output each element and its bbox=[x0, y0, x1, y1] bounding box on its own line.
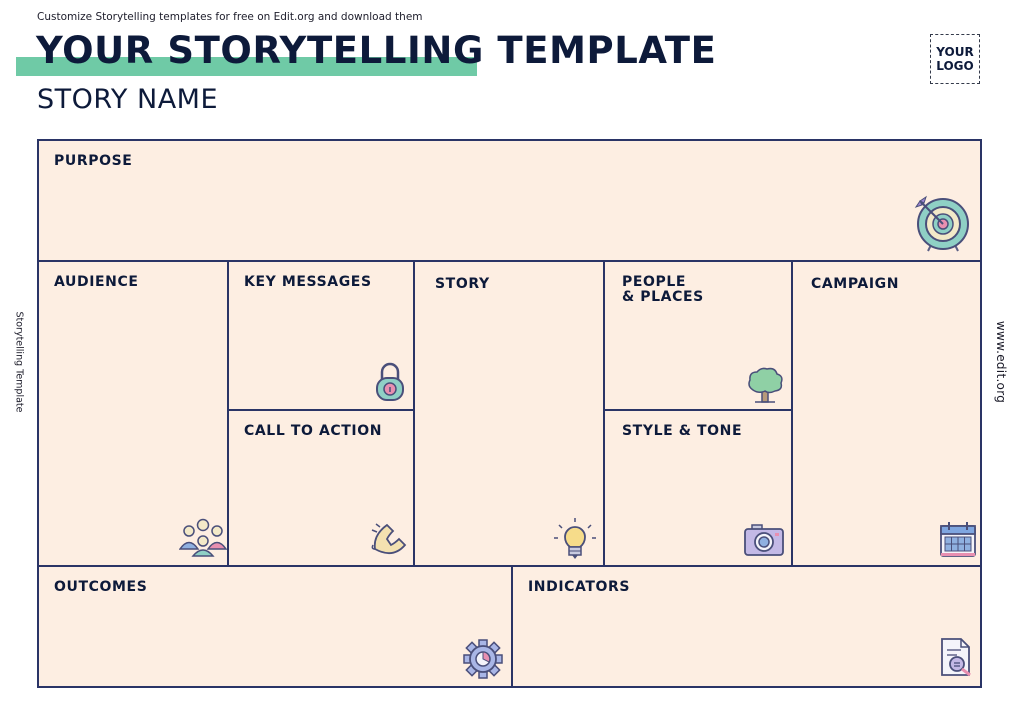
camera-icon bbox=[744, 524, 784, 556]
target-icon bbox=[914, 195, 969, 252]
section-label: STYLE & TONE bbox=[622, 423, 743, 439]
calendar-icon bbox=[940, 522, 976, 557]
section-key-messages[interactable]: KEY MESSAGES bbox=[227, 260, 415, 411]
section-label: KEY MESSAGES bbox=[244, 274, 372, 290]
document-search-icon bbox=[941, 638, 971, 677]
section-audience[interactable]: AUDIENCE bbox=[37, 260, 229, 567]
section-label: AUDIENCE bbox=[54, 274, 139, 290]
section-story[interactable]: STORY bbox=[413, 260, 605, 567]
page-title: YOUR STORYTELLING TEMPLATE bbox=[36, 29, 717, 72]
section-outcomes[interactable]: OUTCOMES bbox=[37, 565, 513, 688]
section-label: PURPOSE bbox=[54, 153, 133, 169]
side-caption-left: Storytelling Template bbox=[13, 311, 25, 413]
section-people-places[interactable]: PEOPLE & PLACES bbox=[603, 260, 793, 411]
tree-icon bbox=[748, 367, 783, 403]
section-indicators[interactable]: INDICATORS bbox=[511, 565, 982, 688]
section-label: INDICATORS bbox=[528, 579, 631, 595]
logo-line-2: LOGO bbox=[936, 59, 974, 73]
side-caption-right: www.edit.org bbox=[994, 320, 1008, 404]
section-call-to-action[interactable]: CALL TO ACTION bbox=[227, 409, 415, 567]
section-label: PEOPLE & PLACES bbox=[622, 274, 704, 305]
section-label: CAMPAIGN bbox=[811, 276, 900, 292]
section-label: STORY bbox=[435, 276, 490, 292]
padlock-icon bbox=[376, 362, 404, 401]
gear-icon bbox=[463, 639, 503, 679]
section-campaign[interactable]: CAMPAIGN bbox=[791, 260, 982, 567]
section-label: OUTCOMES bbox=[54, 579, 148, 595]
section-label: CALL TO ACTION bbox=[244, 423, 383, 439]
promo-text: Customize Storytelling templates for fre… bbox=[37, 11, 423, 23]
title-highlight bbox=[16, 57, 477, 76]
people-icon bbox=[179, 518, 227, 557]
lightbulb-icon bbox=[554, 518, 596, 559]
logo-line-1: YOUR bbox=[936, 45, 974, 59]
phone-icon bbox=[371, 523, 407, 555]
section-style-tone[interactable]: STYLE & TONE bbox=[603, 409, 793, 567]
logo-placeholder[interactable]: YOUR LOGO bbox=[930, 34, 980, 84]
story-name: STORY NAME bbox=[37, 84, 219, 115]
section-purpose[interactable]: PURPOSE bbox=[37, 139, 982, 262]
